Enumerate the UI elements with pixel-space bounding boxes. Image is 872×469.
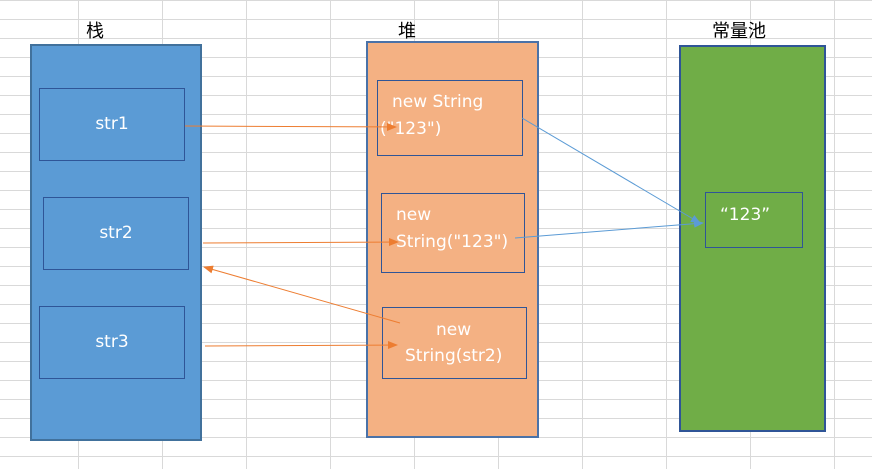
- stack-item-label: str1: [95, 114, 129, 134]
- heap-item-line1: new String: [392, 92, 484, 112]
- heap-item-new-string-str2: new String(str2): [382, 307, 527, 379]
- heap-item-line2: String("123"): [396, 232, 509, 252]
- heap-item-new-string-literal: new String ("123"): [377, 80, 523, 156]
- stack-region: [30, 44, 202, 441]
- heap-item-line2: ("123"): [380, 119, 442, 139]
- heap-item-new-string-123: new String("123"): [381, 193, 525, 273]
- stack-title: 栈: [86, 21, 104, 42]
- heap-item-line2: String(str2): [405, 346, 503, 366]
- arrow-heap-123-to-pool: [514, 219, 704, 239]
- heap-item-line1: new: [396, 205, 432, 225]
- constant-pool-item-label: “123”: [720, 205, 771, 225]
- heap-item-line1: new: [436, 320, 472, 340]
- constant-pool-title: 常量池: [712, 21, 766, 42]
- constant-pool-item-123: “123”: [705, 192, 803, 248]
- constant-pool-region: [679, 45, 826, 432]
- stack-item-label: str3: [95, 332, 129, 352]
- heap-title: 堆: [398, 21, 416, 42]
- stack-item-str3: str3: [39, 306, 185, 379]
- stack-item-str2: str2: [43, 197, 189, 270]
- stack-item-str1: str1: [39, 88, 185, 161]
- arrow-str1-to-heap: [184, 122, 397, 131]
- arrow-heap-literal-to-pool: [521, 117, 701, 224]
- stack-item-label: str2: [99, 223, 133, 243]
